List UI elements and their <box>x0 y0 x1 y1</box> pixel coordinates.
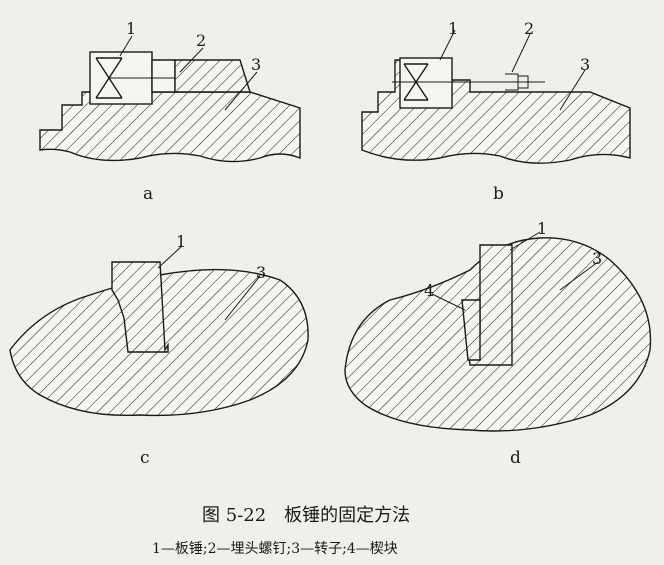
panel-b-label: b <box>493 184 504 204</box>
figure-caption: 1—板锤;2—埋头螺钉;3—转子;4—楔块 <box>152 541 398 557</box>
panel-d-drawing: 1 3 4 d <box>344 219 652 468</box>
panel-a-rotor <box>39 91 301 163</box>
callout-c-1: 1 <box>176 232 186 251</box>
callout-d-3: 3 <box>592 249 602 268</box>
panel-d-wedge <box>461 299 481 361</box>
callout-a-1: 1 <box>126 19 136 38</box>
panel-c-drawing: 1 3 c <box>9 232 309 468</box>
callout-c-3: 3 <box>256 263 266 282</box>
callout-a-3: 3 <box>251 55 261 74</box>
callout-d-4: 4 <box>424 281 434 300</box>
callout-d-1: 1 <box>537 219 547 238</box>
panel-d-label: d <box>510 448 521 468</box>
callout-a-2: 2 <box>196 31 206 50</box>
callout-b-1: 1 <box>448 19 458 38</box>
panel-c-hammer <box>111 261 169 353</box>
panel-b-drawing: 1 2 3 b <box>361 19 631 204</box>
callout-b-3: 3 <box>580 55 590 74</box>
panel-b-rotor <box>361 59 631 164</box>
callout-b-2: 2 <box>524 19 534 38</box>
panel-a-label: a <box>143 184 153 204</box>
panel-a-drawing: 1 2 3 a <box>39 19 301 204</box>
figure-title: 图 5-22 板锤的固定方法 <box>202 505 410 526</box>
panel-c-label: c <box>140 448 150 468</box>
